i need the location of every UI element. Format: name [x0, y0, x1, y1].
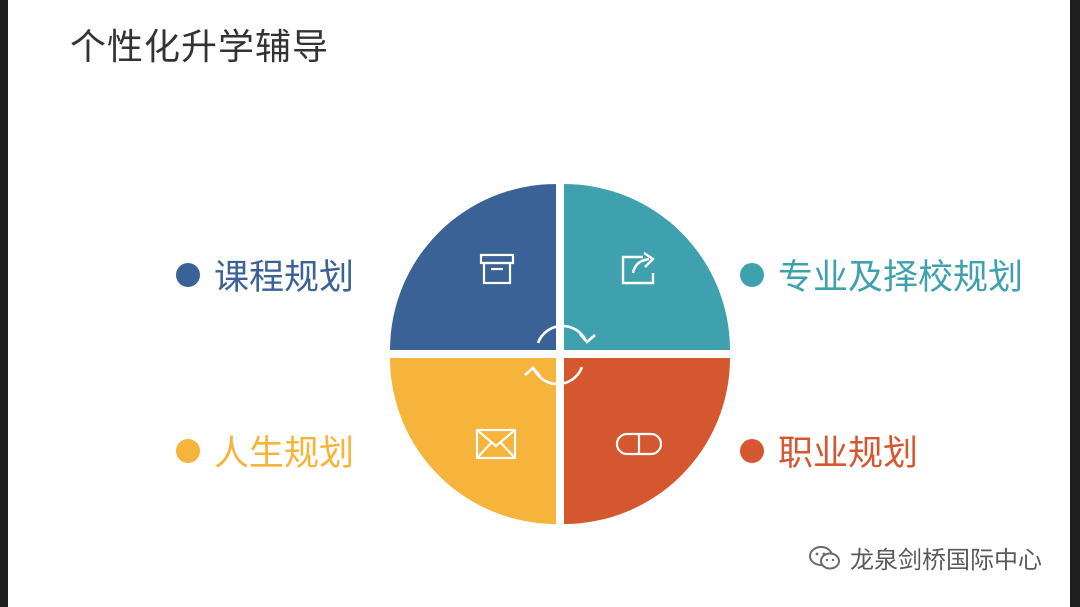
archive-box-icon — [479, 253, 515, 285]
watermark: 龙泉剑桥国际中心 — [808, 540, 1042, 575]
slide: 个性化升学辅导 课程规划 专业及择校规划 人生规划 职业规划 — [8, 0, 1070, 607]
share-icon — [621, 252, 655, 285]
label-text: 课程规划 — [214, 258, 355, 298]
cycle-arrows-icon — [524, 324, 596, 386]
bullet-dot — [740, 438, 764, 463]
capsule-icon — [615, 432, 663, 456]
quadrant-circle-diagram — [390, 184, 730, 524]
label-text: 专业及择校规划 — [778, 258, 1024, 298]
label-major-school-planning: 专业及择校规划 — [740, 249, 1023, 300]
label-text: 职业规划 — [778, 434, 919, 474]
quadrant-top-right — [564, 184, 730, 350]
envelope-icon — [475, 428, 517, 460]
quadrant-top-left — [390, 184, 556, 350]
label-text: 人生规划 — [214, 434, 355, 474]
watermark-text: 龙泉剑桥国际中心 — [850, 546, 1042, 574]
label-career-planning: 职业规划 — [740, 425, 918, 476]
bullet-dot — [176, 438, 200, 463]
label-life-planning: 人生规划 — [176, 425, 354, 476]
label-course-planning: 课程规划 — [176, 249, 354, 300]
quadrant-bottom-right — [564, 358, 730, 524]
bullet-dot — [176, 262, 200, 287]
quadrant-bottom-left — [390, 358, 556, 524]
wechat-icon — [809, 545, 840, 569]
page-title: 个性化升学辅导 — [70, 27, 330, 68]
bullet-dot — [740, 262, 764, 287]
